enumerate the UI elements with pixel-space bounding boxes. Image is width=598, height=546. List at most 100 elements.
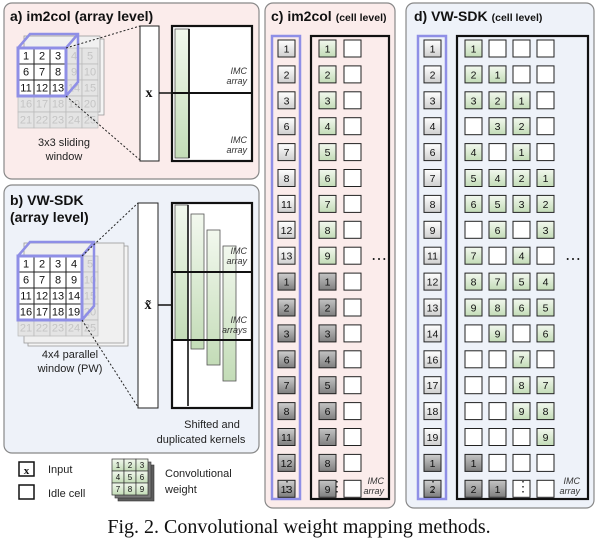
panel-d-weight-number: 6 <box>543 328 549 340</box>
panel-d-weight-number: 9 <box>471 303 477 315</box>
panel-c-weight-number: 9 <box>325 251 331 263</box>
panel-c-weight-number: 2 <box>325 69 331 81</box>
panel-c-input-number: 11 <box>281 432 292 444</box>
panel-d-weight-cell <box>464 169 483 187</box>
panel-d-weight-vdots: ⋮ <box>516 478 530 494</box>
panel-b-grid-caption-1: 4x4 parallel <box>42 349 98 361</box>
panel-c-weight-number: 5 <box>325 147 331 159</box>
panel-d-weight-number: 2 <box>519 121 525 133</box>
panel-d-input-cell <box>423 402 442 421</box>
panel-c-title: c) im2col(cell level) <box>271 8 386 24</box>
panel-c-idle-cell <box>343 91 362 110</box>
panel-d-weight-cell <box>512 246 531 265</box>
panel-a-imc-label-1: IMC <box>231 66 248 76</box>
panel-d-idle-cell <box>536 39 555 58</box>
panel-d-idle-cell <box>512 428 531 446</box>
panel-b-grid-caption-2: window (PW) <box>37 363 103 375</box>
panel-d-title-main: d) VW-SDK <box>414 8 488 24</box>
panel-c-idle-cell <box>343 169 362 187</box>
legend-input-mark: x <box>24 465 30 477</box>
panel-c-input-number: 2 <box>284 303 290 315</box>
panel-c-weight-cell <box>318 169 337 187</box>
panel-d-idle-cell <box>512 324 531 343</box>
panel-c-weight-cell <box>318 272 337 291</box>
panel-d-imc-label-b: array <box>559 486 580 496</box>
panel-d-weight-cell <box>512 91 531 110</box>
panel-d-weight-number: 4 <box>471 147 477 159</box>
panel-c-imc-label-b: array <box>363 486 384 496</box>
panel-d-input-cell <box>423 143 442 162</box>
panel-d-idle-cell <box>464 350 483 369</box>
panel-d-input-cell <box>423 272 442 291</box>
panel-c-input-number: 8 <box>284 173 290 185</box>
panel-c-weight-cell <box>318 298 337 317</box>
panel-d-weight-number: 1 <box>471 44 477 56</box>
panel-c-input-cell <box>277 453 296 472</box>
panel-d-weight-cell <box>464 143 483 162</box>
panel-c-weight-number: 4 <box>325 354 331 366</box>
panel-d-weight-cell <box>488 479 507 498</box>
panel-c-input-number: 8 <box>284 406 290 418</box>
panel-c-weight-number: 8 <box>325 225 331 237</box>
panel-a-grid-cell-number: 3 <box>55 51 61 63</box>
panel-c-idle-cell <box>343 376 362 395</box>
panel-d-input-cell <box>423 65 442 84</box>
panel-c-weight-cell <box>318 479 337 498</box>
panel-d-weight-number: 4 <box>519 251 525 263</box>
panel-d-input-cell <box>423 298 442 317</box>
panel-d-input-number: 1 <box>430 44 436 56</box>
panel-d-weight-cell <box>464 246 483 265</box>
panel-d-input-number: 2 <box>430 69 436 81</box>
panel-c-idle-cell <box>343 479 362 498</box>
panel-d-idle-cell <box>512 39 531 58</box>
panel-d-weight-cell <box>488 194 507 213</box>
panel-d-weight-cell <box>464 298 483 317</box>
panel-c-input-number: 12 <box>281 458 293 470</box>
panel-c-input-vdots: ⋮ <box>280 478 294 494</box>
panel-c-input-column <box>270 34 302 501</box>
legend-weight-number: 6 <box>140 473 145 482</box>
panel-d-idle-cell <box>536 453 555 472</box>
panel-b-grid-cell-number: 23 <box>52 323 64 335</box>
panel-d-imc-label: IMC <box>564 476 581 486</box>
panel-d-input-number: 17 <box>427 380 439 392</box>
panel-d-weight-number: 1 <box>519 95 525 107</box>
panel-d-input-cell <box>423 169 442 187</box>
panel-b-grid-cell-number: 1 <box>23 259 29 271</box>
panel-d-input-cell <box>423 39 442 58</box>
panel-b-grid-cell-number: 12 <box>36 291 48 303</box>
panel-c-input-number: 2 <box>284 69 290 81</box>
panel-d-idle-cell <box>464 220 483 239</box>
legend-weight-number: 3 <box>140 461 145 470</box>
panel-d-idle-cell <box>464 324 483 343</box>
panel-c-imc-label: IMC <box>368 476 385 486</box>
panel-d-input-number: 1 <box>430 458 436 470</box>
panel-d-idle-cell <box>488 428 507 446</box>
panel-b-title-sub: (array level) <box>10 209 89 225</box>
legend-conv-label-1: Convolutional <box>165 468 232 480</box>
panel-d-weight-cell <box>536 324 555 343</box>
panel-d-input-number: 12 <box>427 277 439 289</box>
panel-c-weight-number: 7 <box>325 432 331 444</box>
panel-c-weight-vdots: ⋮ <box>330 478 344 494</box>
panel-d-weight-number: 2 <box>519 173 525 185</box>
panel-c-idle-cell <box>343 324 362 343</box>
panel-d-weight-number: 8 <box>543 406 549 418</box>
panel-d-weight-number: 2 <box>471 69 477 81</box>
panel-d-weight-number: 7 <box>471 251 477 263</box>
panel-c-input-cell <box>277 220 296 239</box>
panel-a-grid-cell-number: 11 <box>20 83 31 95</box>
panel-a-grid-cell-number: 2 <box>39 51 45 63</box>
panel-a-title: a) im2col (array level) <box>10 8 153 24</box>
panel-c-weight-cell <box>318 350 337 369</box>
panel-d-input-cell <box>423 324 442 343</box>
panel-c-weight-number: 3 <box>325 95 331 107</box>
panel-d-input-number: 13 <box>427 303 439 315</box>
panel-c-weight-cell <box>318 453 337 472</box>
panel-b-grid-cell-number: 16 <box>20 307 32 319</box>
panel-b-grid-cell-number: 19 <box>68 307 80 319</box>
panel-d-weight-cell <box>536 428 555 446</box>
panel-b-grid-cell-number: 22 <box>36 323 48 335</box>
panel-d-idle-cell <box>512 65 531 84</box>
panel-c-weight-number: 1 <box>325 44 331 56</box>
